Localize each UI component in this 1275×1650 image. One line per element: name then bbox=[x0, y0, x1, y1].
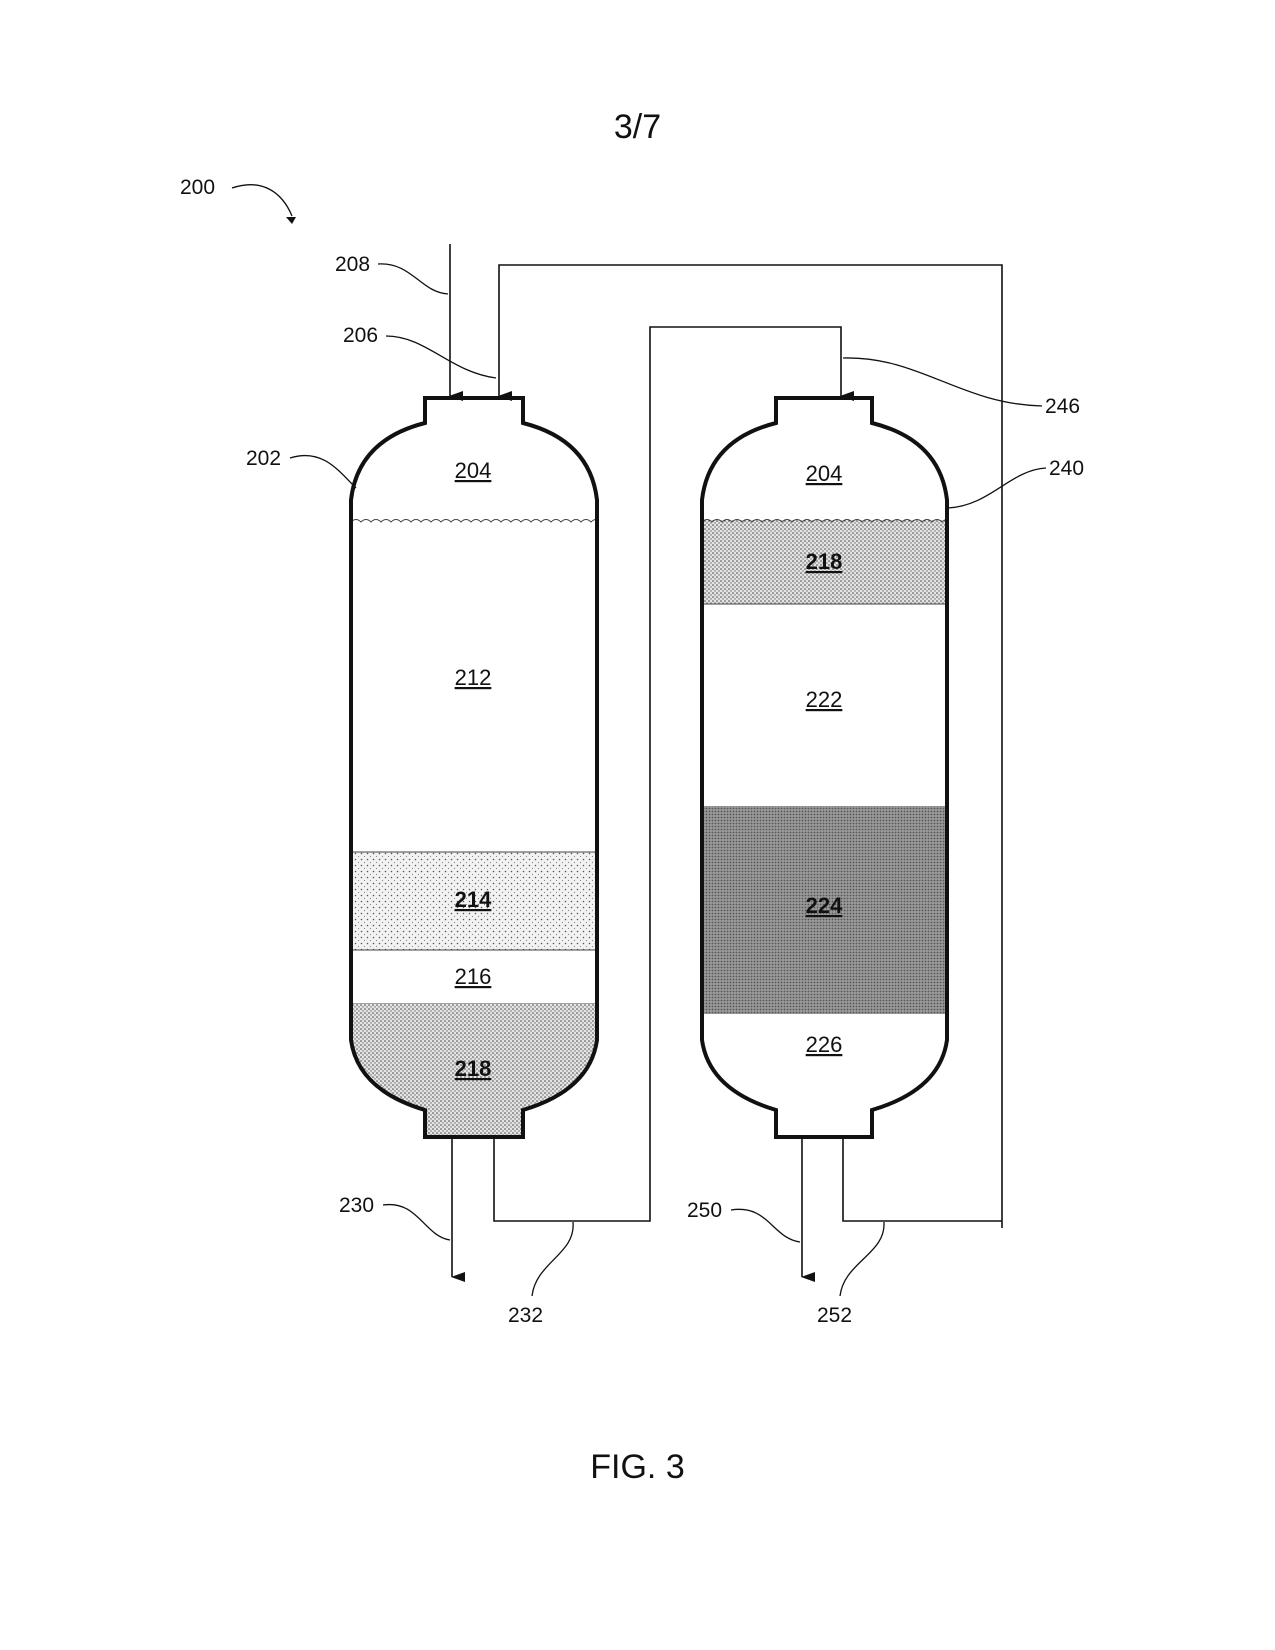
first-vessel-upper-bed-label: 212 bbox=[455, 665, 492, 690]
second-bottom-outlet-label: 250 bbox=[687, 1199, 722, 1222]
second-recycle-outlet-line bbox=[843, 1139, 1002, 1221]
second-vessel-head-space-label: 204 bbox=[806, 461, 843, 486]
recycle-inlet-leader bbox=[386, 336, 496, 378]
system-ref-label: 200 bbox=[180, 176, 215, 199]
first-vessel-middle-bed-label: 214 bbox=[455, 887, 492, 912]
first-vessel-head-space-label: 204 bbox=[455, 458, 492, 483]
second-recycle-outlet-label: 252 bbox=[817, 1304, 852, 1327]
second-bottom-outlet-leader bbox=[731, 1209, 800, 1242]
second-vessel-bottom-zone-label: 226 bbox=[806, 1032, 843, 1057]
second-vessel-upper-bed-label: 222 bbox=[806, 687, 843, 712]
first-recycle-outlet-leader bbox=[532, 1222, 573, 1296]
second-vessel-middle-bed-label: 224 bbox=[806, 893, 843, 918]
first-vessel-bed-surface bbox=[351, 520, 601, 523]
second-vessel-top-bed-label: 218 bbox=[806, 549, 843, 574]
first-bottom-outlet-leader bbox=[383, 1205, 450, 1240]
system-ref-arrowhead bbox=[286, 217, 296, 224]
first-vessel-ref-leader bbox=[290, 455, 356, 488]
first-recycle-outlet-label: 232 bbox=[508, 1304, 543, 1327]
first-vessel-ref-label: 202 bbox=[246, 447, 281, 470]
feed-inlet-label: 208 bbox=[335, 253, 370, 276]
second-vessel-ref-label: 240 bbox=[1049, 457, 1084, 480]
second-vessel-shell bbox=[702, 398, 947, 1137]
feed-inlet-leader bbox=[378, 264, 448, 294]
first-vessel-bottom-bed-label: 218 bbox=[455, 1056, 492, 1081]
second-inlet-label: 246 bbox=[1045, 395, 1080, 418]
first-vessel bbox=[340, 520, 610, 1145]
recycle-inlet-label: 206 bbox=[343, 324, 378, 347]
second-recycle-outlet-leader bbox=[840, 1222, 884, 1296]
first-vessel-support-layer-label: 216 bbox=[455, 964, 492, 989]
second-vessel-ref-leader bbox=[948, 468, 1046, 508]
system-ref-leader bbox=[232, 185, 292, 216]
second-vessel bbox=[702, 520, 952, 1015]
figure-caption: FIG. 3 bbox=[0, 1448, 1275, 1487]
first-bottom-outlet-label: 230 bbox=[339, 1194, 374, 1217]
